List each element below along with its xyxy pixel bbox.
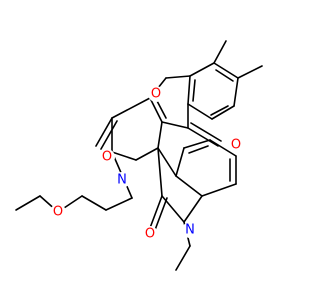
bond-pyran-3b [155, 98, 167, 119]
bond-benzo-d2 [210, 105, 229, 116]
bond-benzo-1 [213, 62, 239, 79]
ring-oxygen-label: O [148, 86, 164, 102]
bond-benzo-d3 [192, 79, 196, 102]
svg-text:N: N [185, 223, 195, 238]
oxindole-keto-oxygen-label: O [142, 226, 158, 242]
bond-oxindole-1 [157, 147, 177, 177]
bond-indole-benzo-3 [209, 139, 237, 157]
bond-lines [15, 40, 263, 271]
svg-text:N: N [117, 173, 127, 188]
bond-pyrrol-1 [111, 97, 151, 119]
bond-pyrrol-4 [135, 147, 159, 161]
molecule-structure-diagram: O O O N O O N [15, 40, 263, 271]
bond-indole-benzo-1 [175, 147, 185, 177]
bond-chromone-co-a [187, 127, 219, 147]
bond-chromone-co-b [190, 122, 222, 142]
ether-oxygen-label: O [50, 204, 66, 220]
bond-indole-benzo-5 [201, 183, 237, 197]
svg-text:O: O [231, 138, 241, 153]
lactam-keto-oxygen-label: O [99, 149, 115, 165]
bond-oxindole-2 [157, 147, 163, 197]
bond-benzo-5 [187, 75, 191, 105]
bond-pyran-4 [161, 121, 189, 129]
pyrrolidinone-nitrogen-label: N [114, 172, 130, 188]
bond-chain-2 [105, 197, 133, 211]
bond-benzo-2 [233, 77, 239, 107]
bond-oxindole-co-b [154, 197, 168, 231]
bond-lactam-co-a [95, 117, 113, 147]
atom-labels: O O O N O O N [50, 86, 244, 242]
bond-oxindole-3 [161, 195, 185, 223]
bond-pyran-1 [165, 75, 191, 79]
bond-lactam-co-b [100, 120, 118, 150]
svg-text:O: O [102, 150, 112, 165]
indolinone-nitrogen-label: N [182, 222, 198, 238]
bond-methyl-b [237, 65, 263, 79]
bond-methyl-a [213, 40, 227, 64]
bond-benzo-4 [187, 103, 213, 120]
bond-indole-benzo-d1 [188, 145, 209, 154]
bond-oxindole-4 [183, 195, 203, 223]
bond-benzo-d1 [215, 69, 234, 82]
bond-oxindole-co-a [149, 195, 163, 229]
bond-pyran-3 [149, 97, 163, 123]
bond-pyrrol-3 [111, 151, 137, 161]
svg-text:O: O [151, 87, 161, 102]
bond-chain-3 [81, 195, 107, 211]
svg-text:O: O [145, 227, 155, 242]
bond-indole-benzo-2 [183, 139, 211, 149]
bond-oxindole-5 [175, 175, 203, 197]
chromone-keto-oxygen-label: O [228, 137, 244, 153]
bond-chain-6 [15, 195, 41, 211]
bond-pyrrol-5 [157, 121, 163, 149]
bond-benzo-6 [189, 62, 215, 77]
bond-ethyl-2 [175, 245, 191, 271]
bond-benzo-3 [211, 105, 235, 120]
svg-text:O: O [53, 205, 63, 220]
